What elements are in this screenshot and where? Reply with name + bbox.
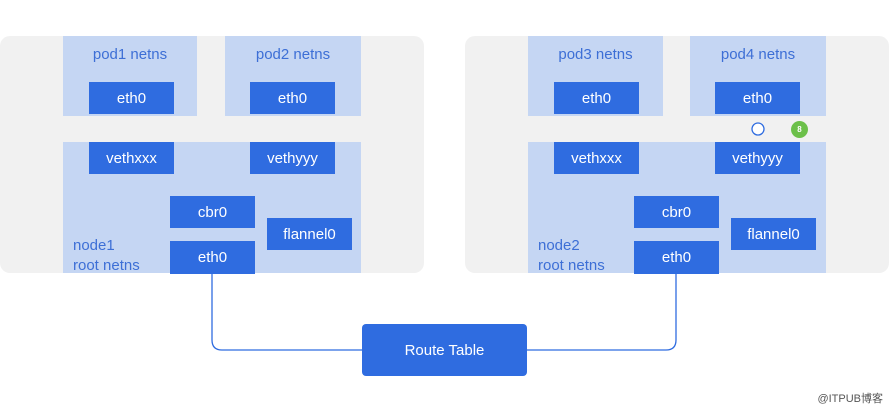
node2-flannel0: flannel0 <box>731 218 816 250</box>
watermark: @ITPUB博客 <box>817 393 883 405</box>
pod2-netns-label: pod2 netns <box>255 46 331 63</box>
pod4-eth0: eth0 <box>715 82 800 114</box>
pod3-netns-label: pod3 netns <box>558 46 633 63</box>
node2-label-line1: node2 <box>538 237 580 254</box>
node2-cbr0: cbr0 <box>634 196 719 228</box>
node1-label-line1: node1 <box>73 237 115 254</box>
node2-label: node2 root netns <box>538 236 605 276</box>
node1-vethyyy: vethyyy <box>250 142 335 174</box>
route-table: Route Table <box>362 324 527 376</box>
node2-vethxxx: vethxxx <box>554 142 639 174</box>
node1-label-line2: root netns <box>73 257 140 274</box>
node2-label-line2: root netns <box>538 257 605 274</box>
node1-vethxxx: vethxxx <box>89 142 174 174</box>
node1-label: node1 root netns <box>73 236 140 276</box>
node1-cbr0: cbr0 <box>170 196 255 228</box>
pod4-netns-label: pod4 netns <box>720 46 796 63</box>
node1-flannel0: flannel0 <box>267 218 352 250</box>
pod3-eth0: eth0 <box>554 82 639 114</box>
node1-eth0: eth0 <box>170 241 255 274</box>
step-badge: 8 <box>791 121 808 138</box>
node2-vethyyy: vethyyy <box>715 142 800 174</box>
pod2-eth0: eth0 <box>250 82 335 114</box>
packet-marker-icon <box>751 122 765 136</box>
pod1-eth0: eth0 <box>89 82 174 114</box>
pod1-netns-label: pod1 netns <box>92 46 168 63</box>
node2-eth0: eth0 <box>634 241 719 274</box>
